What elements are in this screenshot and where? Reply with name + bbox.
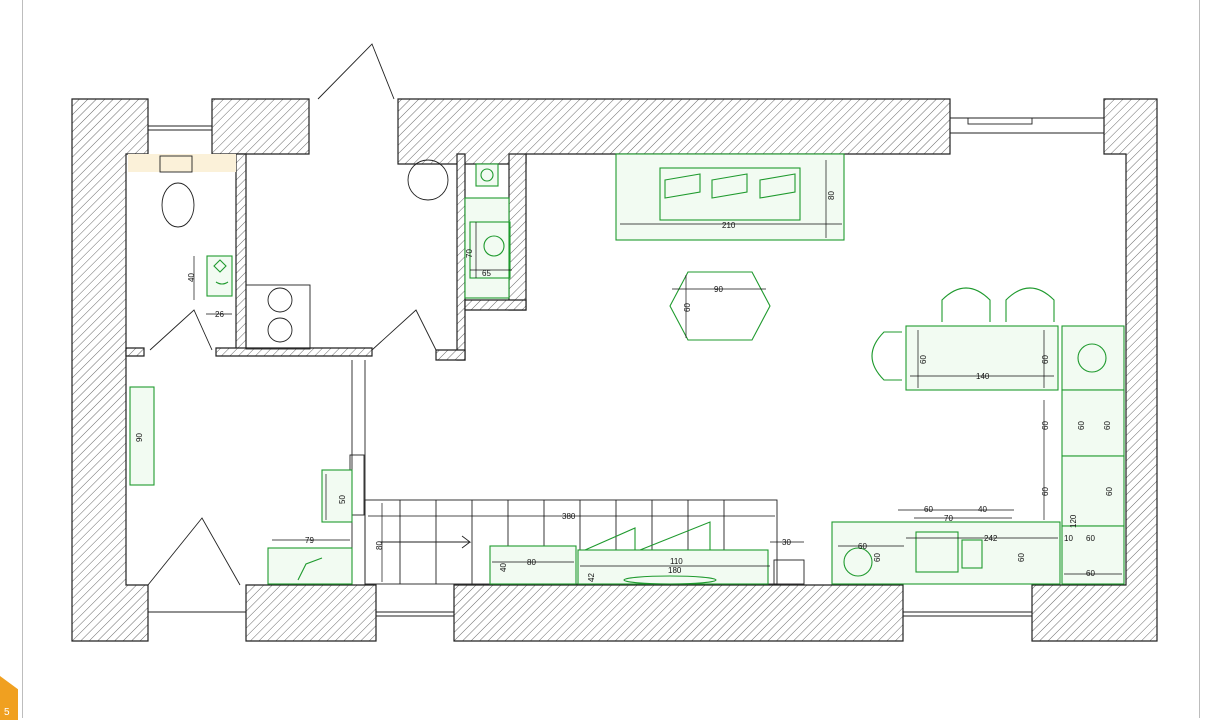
dim-k-fridge: 60 xyxy=(858,542,867,551)
walls xyxy=(71,98,1158,642)
dim-tv-stand-a-h: 40 xyxy=(499,563,508,572)
dim-k-fridge-h: 60 xyxy=(873,553,882,562)
corner-badge-text: 5 xyxy=(4,707,10,718)
dim-k-r1: 60 xyxy=(924,505,933,514)
dim-k-hob: 60 xyxy=(1041,421,1050,430)
dim-k-r2: 40 xyxy=(978,505,987,514)
dim-k-run: 242 xyxy=(984,534,998,543)
dim-k-r3: 70 xyxy=(944,514,953,523)
dim-shoe-cabinet: 79 xyxy=(305,536,314,545)
page-frame xyxy=(22,0,1200,718)
coffee-table xyxy=(669,271,771,341)
dim-stove-h: 70 xyxy=(465,249,474,258)
bar-counter xyxy=(871,287,1059,391)
hallway xyxy=(129,386,353,585)
dim-wc-sink: 40 xyxy=(187,273,196,282)
windows xyxy=(148,117,1104,617)
dimension-labels: 210 80 90 60 70 65 40 26 90 50 79 380 80… xyxy=(135,191,1114,582)
dim-sofa-depth: 80 xyxy=(827,191,836,200)
dim-k-bottom: 60 xyxy=(1086,569,1095,578)
dim-k-c1: 10 xyxy=(1064,534,1073,543)
dim-k-tall: 120 xyxy=(1069,514,1078,528)
dim-sofa-width: 210 xyxy=(722,221,736,230)
kitchen xyxy=(831,325,1125,585)
dim-stairs-len: 380 xyxy=(562,512,576,521)
dim-stairs-w: 80 xyxy=(375,541,384,550)
dim-tv-unit-w: 110 xyxy=(670,557,683,566)
dim-table-depth: 60 xyxy=(683,303,692,312)
dim-tv-unit-total: 180 xyxy=(668,566,682,575)
tv-units xyxy=(489,521,805,585)
dim-wc-gap: 26 xyxy=(215,310,224,319)
dim-bar-d1: 60 xyxy=(919,355,928,364)
dim-radiator: 50 xyxy=(338,495,347,504)
dim-bar-len: 140 xyxy=(976,372,990,381)
dim-k-col1: 60 xyxy=(1077,421,1086,430)
sofa xyxy=(615,153,845,241)
dim-tv-stand-a: 80 xyxy=(527,558,536,567)
dim-k-c3: 60 xyxy=(1105,487,1114,496)
corner-badge: 5 xyxy=(0,676,18,720)
laundry-room xyxy=(245,159,512,350)
dim-hall-shelf: 90 xyxy=(135,433,144,442)
dim-tv-unit-h: 42 xyxy=(587,573,596,582)
dim-tv-gap: 30 xyxy=(782,538,791,547)
wc-room xyxy=(128,154,236,315)
dim-k-col3: 60 xyxy=(1041,487,1050,496)
dim-k-c2: 60 xyxy=(1086,534,1095,543)
dim-table-width: 90 xyxy=(714,285,723,294)
dim-bar-d2: 60 xyxy=(1041,355,1050,364)
dim-k-col2: 60 xyxy=(1103,421,1112,430)
dim-stove-w: 65 xyxy=(482,269,491,278)
dim-k-sink-d: 60 xyxy=(1017,553,1026,562)
